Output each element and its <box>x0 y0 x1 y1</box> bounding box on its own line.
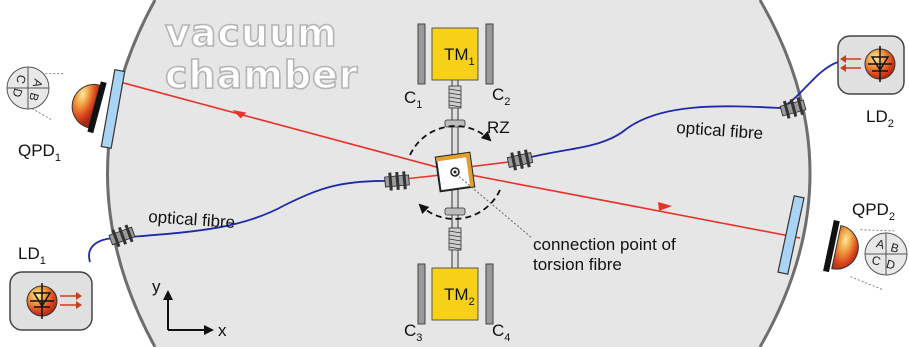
qpd-1-quadrant-d: D <box>9 87 25 99</box>
qpd-2-quadrant-c: C <box>870 253 882 269</box>
spring-upper <box>448 85 462 109</box>
vacuum-label-line1: vacuum <box>165 11 338 55</box>
qpd-1-label: QPD1 <box>18 141 61 164</box>
chamber-wall-left <box>106 0 157 347</box>
qpd-2 <box>823 219 895 290</box>
rz-rotation-arrow-upper <box>409 125 492 156</box>
capacitor-plate-c1 <box>417 23 426 85</box>
qpd-1 <box>17 73 107 134</box>
capacitor-label-c4: C4 <box>492 321 510 344</box>
connection-point-dot <box>453 170 457 174</box>
chamber-wall-right <box>758 0 812 347</box>
laser-beam-2 <box>454 171 801 239</box>
rz-rotation-arrow-lower <box>418 189 501 220</box>
rz-label: RZ <box>487 118 510 137</box>
qpd-1-quadrant-b: B <box>26 91 42 102</box>
laser-diode-1-label: LD1 <box>18 244 46 267</box>
connection-label-line1: connection point of <box>533 235 676 254</box>
coordinate-axes <box>163 290 214 335</box>
vacuum-label-line2: chamber <box>165 53 359 97</box>
qpd-2-quadrants: A B C D <box>864 232 908 276</box>
fibre-coupler-right-inner <box>506 149 534 171</box>
window-right <box>777 195 805 275</box>
capacitor-label-c2: C2 <box>492 85 510 108</box>
axis-label-y: y <box>152 277 161 296</box>
test-mass-1 <box>431 27 479 81</box>
qpd-2-quadrant-d: D <box>885 257 897 273</box>
qpd-1-quadrant-a: A <box>30 78 46 89</box>
fibre-coupler-left-wall <box>108 224 136 248</box>
window-left <box>100 69 126 149</box>
capacitor-label-c3: C3 <box>404 321 422 344</box>
connection-callout-line <box>455 173 533 239</box>
capacitor-plate-c3 <box>417 263 426 325</box>
test-mass-2-label: TM2 <box>444 285 475 308</box>
capacitor-label-c1: C1 <box>404 88 422 111</box>
connection-label-line2: torsion fibre <box>533 255 622 274</box>
qpd-2-label: QPD2 <box>852 200 895 223</box>
laser-beam-1 <box>119 81 456 173</box>
fibre-coupler-left-inner <box>384 171 410 191</box>
test-mass-1-label: TM1 <box>444 45 475 68</box>
test-mass-2 <box>431 267 479 321</box>
laser-diode-1 <box>9 271 93 331</box>
capacitor-plate-c4 <box>485 263 494 325</box>
qpd-1-quadrant-c: C <box>13 73 29 85</box>
fibre-coupler-right-wall <box>779 96 807 119</box>
spring-lower <box>448 227 462 251</box>
laser-diode-2-label: LD2 <box>866 107 894 130</box>
laser-diode-2 <box>837 35 905 95</box>
optical-fibre-left <box>88 180 396 263</box>
axis-label-x: x <box>218 321 227 340</box>
capacitor-plate-c2 <box>485 23 494 85</box>
qpd-2-quadrant-a: A <box>875 236 886 252</box>
qpd-2-quadrant-b: B <box>889 240 900 256</box>
qpd-1-quadrants: A B C D <box>6 66 50 110</box>
